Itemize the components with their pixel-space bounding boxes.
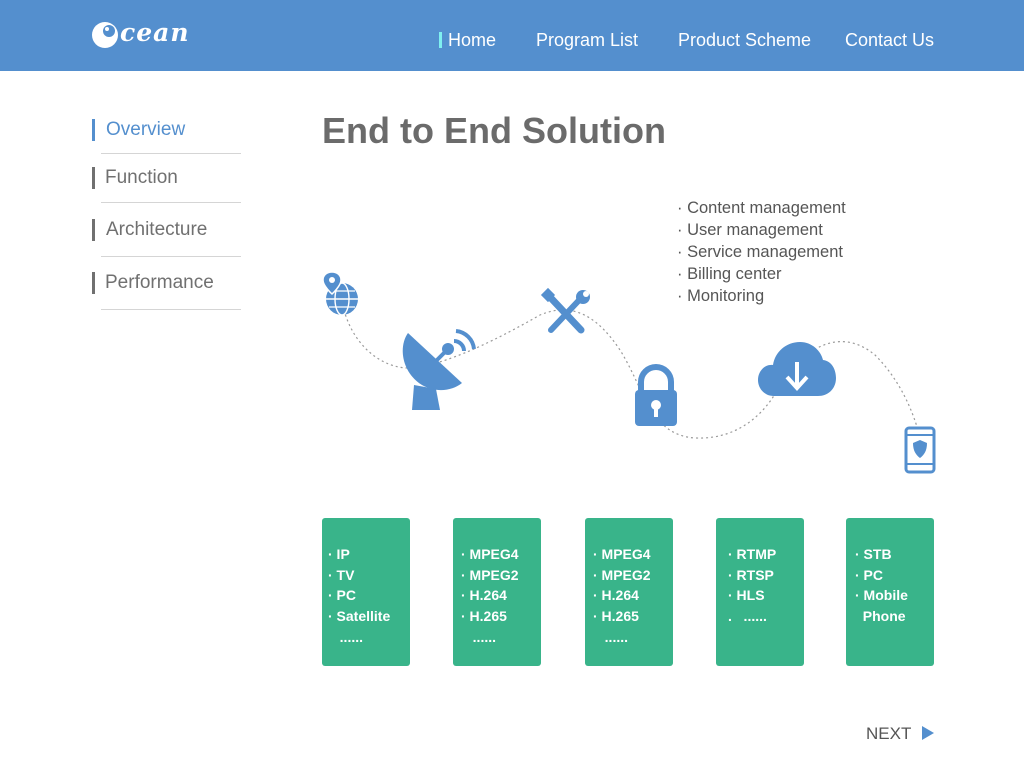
nav-active-marker bbox=[439, 32, 442, 48]
card-line: · MPEG2 bbox=[593, 566, 651, 583]
card-line: · MPEG4 bbox=[461, 546, 519, 562]
sidebar-divider bbox=[101, 202, 241, 203]
card-line: Phone bbox=[855, 608, 906, 625]
logo-text: cean bbox=[120, 18, 190, 47]
feature-item: · Service management bbox=[677, 243, 843, 261]
sidebar-divider bbox=[101, 309, 241, 310]
sidebar-item-performance[interactable]: Performance bbox=[105, 272, 214, 293]
satellite-dish-icon bbox=[402, 329, 476, 410]
card-encoding: · MPEG4 · MPEG2 · H.264 · H.265 ...... bbox=[453, 518, 541, 666]
card-line: · RTSP bbox=[728, 566, 774, 583]
feature-item: · Content management bbox=[677, 199, 846, 217]
card-line: · MPEG2 bbox=[461, 566, 519, 583]
card-line: · H.265 bbox=[593, 608, 639, 625]
card-line: · H.265 bbox=[461, 608, 507, 625]
logo[interactable]: cean bbox=[90, 18, 190, 54]
sidebar-item-function[interactable]: Function bbox=[105, 167, 178, 188]
card-terminal: · STB · PC · Mobile Phone bbox=[846, 518, 934, 666]
card-line: · PC bbox=[328, 587, 356, 604]
card-line: · PC bbox=[855, 566, 883, 583]
nav-contact-us[interactable]: Contact Us bbox=[845, 30, 935, 50]
globe-pin-icon bbox=[322, 271, 358, 316]
logo-mark-icon bbox=[92, 22, 118, 48]
nav-home[interactable]: Home bbox=[448, 30, 497, 50]
card-line: · IP bbox=[328, 546, 350, 562]
phone-shield-icon bbox=[904, 426, 936, 474]
sidebar-active-bar bbox=[92, 119, 95, 141]
top-header: cean Home Program List Product Scheme Co… bbox=[0, 0, 1024, 71]
card-line: · Mobile bbox=[855, 587, 908, 604]
card-line: · STB bbox=[855, 546, 892, 562]
page-title: End to End Solution bbox=[322, 110, 666, 151]
nav-product-scheme[interactable]: Product Scheme bbox=[678, 30, 812, 50]
card-line: ...... bbox=[461, 628, 497, 645]
card-protocol: · RTMP · RTSP · HLS . ...... bbox=[716, 518, 804, 666]
card-line: · MPEG4 bbox=[593, 546, 651, 562]
card-list: · MPEG4 · MPEG2 · H.264 · H.265 ...... bbox=[461, 544, 519, 648]
feature-item: · User management bbox=[677, 221, 823, 239]
card-line: . ...... bbox=[728, 608, 767, 625]
next-button[interactable]: NEXT bbox=[866, 724, 934, 744]
sidebar-bar bbox=[92, 167, 95, 189]
card-list: · IP · TV · PC · Satellite ...... bbox=[328, 544, 390, 648]
card-line: · TV bbox=[328, 566, 355, 583]
cloud-download-icon bbox=[758, 342, 836, 396]
card-list: · STB · PC · Mobile Phone bbox=[855, 544, 908, 627]
feature-item: · Billing center bbox=[677, 265, 782, 283]
card-list: · RTMP · RTSP · HLS . ...... bbox=[728, 544, 776, 627]
card-line: · RTMP bbox=[728, 546, 777, 562]
card-line: ...... bbox=[328, 628, 364, 645]
play-arrow-icon bbox=[922, 726, 934, 740]
sidebar-item-architecture[interactable]: Architecture bbox=[106, 219, 208, 240]
sidebar-divider bbox=[101, 153, 241, 154]
sidebar-divider bbox=[101, 256, 241, 257]
next-label: NEXT bbox=[866, 724, 912, 743]
sidebar-bar bbox=[92, 219, 95, 241]
tools-icon bbox=[540, 287, 590, 334]
card-list: · MPEG4 · MPEG2 · H.264 · H.265 ...... bbox=[593, 544, 651, 648]
card-transcoding: · MPEG4 · MPEG2 · H.264 · H.265 ...... bbox=[585, 518, 673, 666]
sidebar-bar bbox=[92, 272, 95, 294]
card-line: ...... bbox=[593, 628, 629, 645]
card-input: · IP · TV · PC · Satellite ...... bbox=[322, 518, 410, 666]
card-line: · Satellite bbox=[328, 608, 391, 625]
feature-list: · Content management · User management ·… bbox=[677, 197, 846, 307]
card-line: · HLS bbox=[728, 587, 765, 604]
nav-program-list[interactable]: Program List bbox=[536, 30, 639, 50]
lock-icon bbox=[635, 364, 677, 426]
flow-diagram bbox=[322, 271, 936, 474]
card-line: · H.264 bbox=[593, 587, 639, 604]
feature-item: · Monitoring bbox=[677, 287, 765, 305]
card-line: · H.264 bbox=[461, 587, 507, 604]
sidebar-item-overview[interactable]: Overview bbox=[106, 119, 186, 140]
